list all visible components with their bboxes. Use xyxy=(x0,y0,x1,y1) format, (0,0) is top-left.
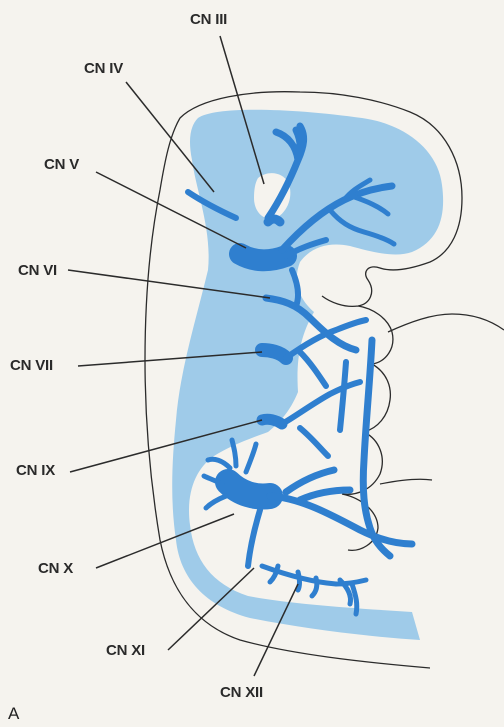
cn5-branch-a xyxy=(327,177,397,247)
nerve-group xyxy=(185,122,416,617)
cn7-ganglion xyxy=(255,343,293,365)
cn4-nerve xyxy=(185,189,239,221)
label-cn5: CN V xyxy=(44,156,80,173)
leader-cn3 xyxy=(219,35,265,185)
leader-cn9 xyxy=(69,419,263,473)
cn10-nerve xyxy=(266,466,416,548)
cn9-nerve xyxy=(279,379,363,459)
cn6-nerve xyxy=(262,294,360,354)
leader-cn7 xyxy=(77,351,263,367)
leader-cn12 xyxy=(253,583,299,677)
embryo-outline xyxy=(144,91,463,669)
label-cn10: CN X xyxy=(38,560,74,577)
limb-contour xyxy=(387,313,504,333)
cn3-body xyxy=(263,214,285,227)
leader-cn5 xyxy=(95,171,247,249)
label-cn11: CN XI xyxy=(106,642,146,659)
lower-contour xyxy=(379,478,433,485)
cn5-ganglion xyxy=(229,243,297,272)
label-cn12: CN XII xyxy=(220,684,263,701)
inner-cavity xyxy=(254,173,291,219)
leader-lines xyxy=(67,35,299,677)
leader-cn11 xyxy=(167,567,255,651)
label-cn4: CN IV xyxy=(84,60,124,77)
cn10-descending xyxy=(245,507,263,569)
label-cn7: CN VII xyxy=(10,357,53,374)
cn3-nerve xyxy=(264,122,308,222)
cn9-ganglion xyxy=(256,413,288,430)
cn7-nerve xyxy=(283,317,369,389)
spinal-accessory-trunk xyxy=(359,336,394,560)
tissue-region xyxy=(172,109,444,640)
label-cn9: CN IX xyxy=(16,462,56,479)
cn5-branch-b xyxy=(283,237,329,309)
label-cn3: CN III xyxy=(190,11,228,28)
cn10-plexus xyxy=(201,437,259,511)
leader-cn6 xyxy=(67,269,271,299)
cn10-ganglion xyxy=(215,469,283,510)
leader-cn10 xyxy=(95,513,235,569)
panel-letter: A xyxy=(8,704,20,723)
label-cn6: CN VI xyxy=(18,262,58,279)
leader-cn4 xyxy=(125,81,215,193)
cn12-branches xyxy=(259,563,369,617)
vertical-branch xyxy=(337,359,349,433)
